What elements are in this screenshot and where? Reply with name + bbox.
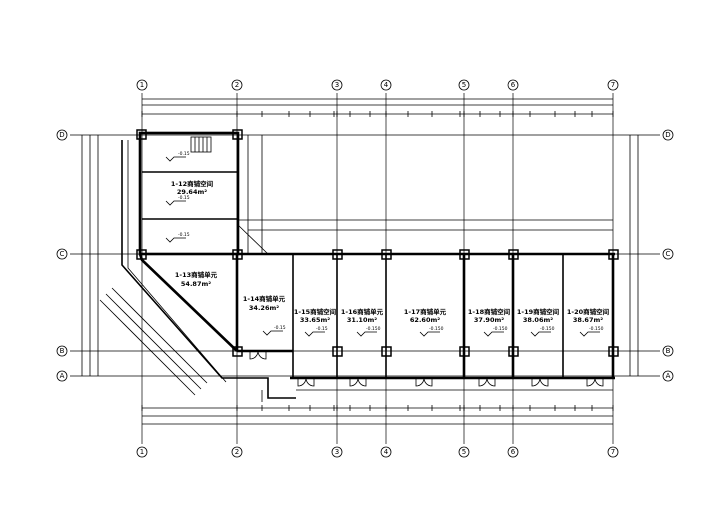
svg-text:D: D <box>59 131 64 139</box>
svg-text:B: B <box>60 347 65 355</box>
grid-axes <box>70 93 660 444</box>
svg-text:37.90m²: 37.90m² <box>474 316 504 324</box>
dimension-ticks <box>141 111 614 411</box>
svg-text:6: 6 <box>511 81 516 89</box>
svg-text:31.10m²: 31.10m² <box>347 316 377 324</box>
svg-text:-0.150: -0.150 <box>540 326 555 332</box>
svg-text:1-13商铺单元: 1-13商铺单元 <box>175 270 218 279</box>
svg-text:A: A <box>666 372 671 380</box>
door-swing <box>415 377 433 387</box>
grid-bubble-3-bottom: 3 <box>331 446 343 458</box>
svg-text:1-20商铺空间: 1-20商铺空间 <box>567 307 610 316</box>
stair <box>190 136 212 153</box>
svg-text:4: 4 <box>384 448 389 456</box>
svg-text:1-19商铺空间: 1-19商铺空间 <box>517 307 560 316</box>
svg-text:2: 2 <box>235 81 239 89</box>
svg-text:29.64m²: 29.64m² <box>177 188 207 196</box>
svg-text:7: 7 <box>611 81 615 89</box>
svg-text:2: 2 <box>235 448 239 456</box>
svg-text:1: 1 <box>140 448 144 456</box>
grid-bubble-4-bottom: 4 <box>380 446 392 458</box>
svg-text:5: 5 <box>462 448 466 456</box>
svg-text:-0.150: -0.150 <box>366 326 381 332</box>
svg-text:3: 3 <box>335 448 339 456</box>
grid-bubble-1-bottom: 1 <box>136 446 148 458</box>
dimension-lines <box>81 98 639 425</box>
room-label-1-19: 1-19商铺空间 38.06m² -0.150 <box>517 307 560 337</box>
svg-text:-0.150: -0.150 <box>429 326 444 332</box>
room-label-1-13: 1-13商铺单元 54.87m² <box>175 270 218 288</box>
svg-text:38.67m²: 38.67m² <box>573 316 603 324</box>
walls <box>99 131 615 402</box>
room-label-1-16: 1-16商铺单元 31.10m² -0.150 <box>341 307 384 337</box>
grid-bubble-2: 2 <box>231 79 243 91</box>
svg-text:33.65m²: 33.65m² <box>300 316 330 324</box>
grid-bubble-5: 5 <box>458 79 470 91</box>
svg-text:1-18商铺空间: 1-18商铺空间 <box>468 307 511 316</box>
elevation-mark: -0.15 <box>165 151 190 162</box>
svg-text:1-17商铺单元: 1-17商铺单元 <box>404 307 447 316</box>
grid-bubble-7: 7 <box>607 79 619 91</box>
svg-text:5: 5 <box>462 81 466 89</box>
grid-bubble-5-bottom: 5 <box>458 446 470 458</box>
grid-bubble-3: 3 <box>331 79 343 91</box>
door-swing <box>478 377 496 387</box>
svg-text:A: A <box>60 372 65 380</box>
svg-text:3: 3 <box>335 81 339 89</box>
svg-text:B: B <box>666 347 671 355</box>
grid-bubble-b: B <box>56 345 68 357</box>
grid-bubble-b-right: B <box>662 345 674 357</box>
svg-text:62.60m²: 62.60m² <box>410 316 440 324</box>
svg-text:54.87m²: 54.87m² <box>181 280 211 288</box>
doors <box>249 350 604 387</box>
svg-text:34.26m²: 34.26m² <box>249 304 279 312</box>
grid-bubble-4: 4 <box>380 79 392 91</box>
door-swing <box>249 350 267 360</box>
door-swing <box>531 377 549 387</box>
svg-text:38.06m²: 38.06m² <box>523 316 553 324</box>
grid-bubble-2-bottom: 2 <box>231 446 243 458</box>
svg-text:4: 4 <box>384 81 389 89</box>
grid-bubble-d: D <box>56 129 68 141</box>
room-label-1-20: 1-20商铺空间 38.67m² -0.150 <box>567 307 610 337</box>
room-label-1-15: 1-15商铺空间 33.65m² -0.15 <box>294 307 337 337</box>
svg-text:1-12商铺空间: 1-12商铺空间 <box>171 179 214 188</box>
room-label-1-17: 1-17商铺单元 62.60m² -0.150 <box>404 307 447 337</box>
svg-text:D: D <box>665 131 670 139</box>
room-label-1-18: 1-18商铺空间 37.90m² -0.150 <box>468 307 511 337</box>
room-label-1-12: 1-12商铺空间 29.64m² -0.15 <box>165 179 214 206</box>
svg-text:1: 1 <box>140 81 144 89</box>
grid-bubble-6-bottom: 6 <box>507 446 519 458</box>
grid-bubble-a: A <box>56 370 68 382</box>
svg-text:-0.150: -0.150 <box>493 326 508 332</box>
svg-text:1-15商铺空间: 1-15商铺空间 <box>294 307 337 316</box>
svg-text:6: 6 <box>511 448 516 456</box>
svg-text:-0.15: -0.15 <box>178 195 190 201</box>
door-swing <box>349 377 367 387</box>
grid-bubble-7-bottom: 7 <box>607 446 619 458</box>
svg-text:-0.150: -0.150 <box>589 326 604 332</box>
grid-bubble-c-right: C <box>662 248 674 260</box>
door-swing <box>586 377 604 387</box>
elevation-mark: -0.15 <box>165 232 190 243</box>
grid-bubble-a-right: A <box>662 370 674 382</box>
grid-bubble-1: 1 <box>136 79 148 91</box>
svg-text:-0.15: -0.15 <box>178 151 190 157</box>
svg-text:-0.15: -0.15 <box>274 325 286 331</box>
svg-text:1-14商铺单元: 1-14商铺单元 <box>243 294 286 303</box>
svg-text:-0.15: -0.15 <box>178 232 190 238</box>
svg-text:C: C <box>666 250 671 258</box>
svg-text:1-16商铺单元: 1-16商铺单元 <box>341 307 384 316</box>
svg-text:7: 7 <box>611 448 615 456</box>
grid-bubble-6: 6 <box>507 79 519 91</box>
grid-bubble-c: C <box>56 248 68 260</box>
door-swing <box>297 377 315 387</box>
svg-text:C: C <box>60 250 65 258</box>
columns <box>136 129 619 357</box>
svg-text:-0.15: -0.15 <box>316 326 328 332</box>
grid-bubble-d-right: D <box>662 129 674 141</box>
room-label-1-14: 1-14商铺单元 34.26m² -0.15 <box>243 294 286 336</box>
